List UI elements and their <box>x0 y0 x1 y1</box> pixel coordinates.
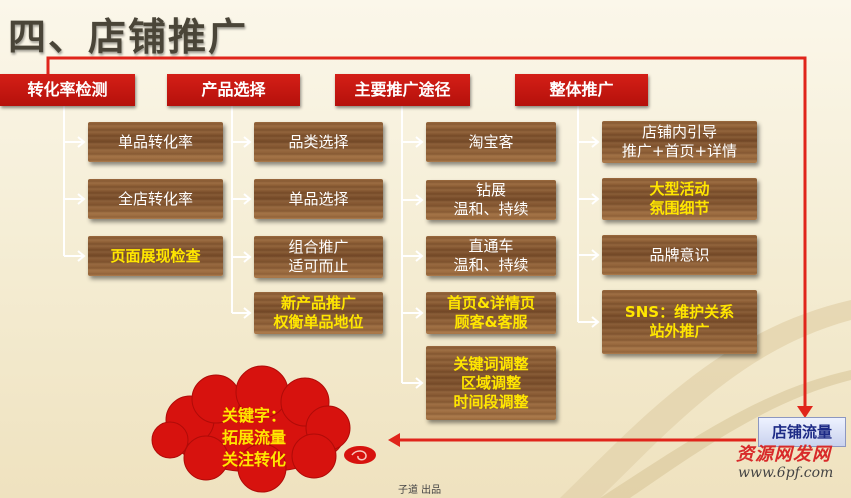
watermark-line2: www.6pf.com <box>738 465 834 481</box>
item-box: 店铺内引导推广+首页+详情 <box>602 121 757 163</box>
flow-arrow-left <box>388 433 400 447</box>
item-box: 关键词调整区域调整时间段调整 <box>426 346 556 420</box>
item-box: 品类选择 <box>254 122 383 162</box>
connector-arrow-head <box>243 307 252 319</box>
item-line: 单品选择 <box>288 189 349 208</box>
item-line: 新产品推广 <box>280 294 356 312</box>
item-box: 直通车温和、持续 <box>426 236 556 276</box>
item-line: 直通车 <box>468 237 514 255</box>
item-box: 单品转化率 <box>88 122 223 162</box>
watermark-line1: 资源网发网 <box>736 444 831 465</box>
item-line: SNS：维护关系 <box>624 303 735 321</box>
connector-arrow-head <box>77 193 86 205</box>
flow-arrow-down <box>797 406 813 418</box>
connector-arrow-head <box>415 136 424 148</box>
item-line: 首页&详情页 <box>446 294 536 312</box>
item-line: 站外推广 <box>649 322 710 340</box>
item-box: 品牌意识 <box>602 235 757 275</box>
cloud-line: 关键字： <box>222 406 287 425</box>
connector-arrow-head <box>591 316 600 328</box>
item-line: 温和、持续 <box>453 256 529 274</box>
cloud-tail-bubble <box>344 446 376 464</box>
main-flow-line <box>46 56 807 414</box>
background-swoosh-2 <box>600 370 851 498</box>
connector-arrow-head <box>591 249 600 261</box>
item-box: 单品选择 <box>254 179 383 219</box>
item-line: 钻展 <box>475 181 506 199</box>
connector-arrow-head <box>243 136 252 148</box>
item-box: 全店转化率 <box>88 179 223 219</box>
connector-arrow-head <box>243 193 252 205</box>
item-line: 淘宝客 <box>468 132 514 151</box>
item-line: 权衡单品地位 <box>273 313 364 331</box>
item-box: 大型活动氛围细节 <box>602 178 757 220</box>
item-line: 区域调整 <box>460 373 521 392</box>
item-box: 首页&详情页顾客&客服 <box>426 292 556 334</box>
column-header: 产品选择 <box>167 74 300 106</box>
connector-arrow-head <box>415 377 424 389</box>
item-line: 推广+首页+详情 <box>621 142 738 160</box>
item-line: 温和、持续 <box>453 200 529 218</box>
item-line: 品类选择 <box>288 132 349 151</box>
item-box: 页面展现检查 <box>88 236 223 276</box>
connector-arrow-head <box>415 194 424 206</box>
footer-credit: 子道 出品 <box>398 485 442 496</box>
column-header: 转化率检测 <box>0 74 135 106</box>
item-line: 组合推广 <box>288 238 349 256</box>
connector-arrow-head <box>77 136 86 148</box>
item-box: 组合推广适可而止 <box>254 236 383 278</box>
connector-arrow-head <box>591 193 600 205</box>
keyword-cloud <box>151 365 351 493</box>
column-header: 整体推广 <box>515 74 648 106</box>
cloud-text: 关键字： 拓展流量 关注转化 <box>222 405 286 471</box>
item-box: 钻展温和、持续 <box>426 180 556 220</box>
item-line: 关键词调整 <box>453 354 529 373</box>
connector-arrow-head <box>415 250 424 262</box>
item-line: 全店转化率 <box>117 189 193 208</box>
item-line: 顾客&客服 <box>454 313 528 331</box>
item-box: 新产品推广权衡单品地位 <box>254 292 383 334</box>
connector-arrow-head <box>591 136 600 148</box>
item-box: 淘宝客 <box>426 122 556 162</box>
item-line: 适可而止 <box>288 257 349 275</box>
item-line: 大型活动 <box>649 180 710 198</box>
cloud-tail-swirl <box>351 450 367 461</box>
item-line: 单品转化率 <box>117 132 193 151</box>
background-swoosh <box>560 300 851 498</box>
connector-arrow-head <box>243 251 252 263</box>
page-title: 四、店铺推广 <box>8 15 249 59</box>
item-line: 时间段调整 <box>453 392 529 411</box>
connector-arrow-head <box>77 250 86 262</box>
store-traffic-label: 店铺流量 <box>758 417 846 447</box>
item-line: 氛围细节 <box>649 199 710 217</box>
cloud-line: 关注转化 <box>222 450 287 469</box>
item-box: SNS：维护关系站外推广 <box>602 290 757 354</box>
cloud-line: 拓展流量 <box>222 428 287 447</box>
item-line: 品牌意识 <box>649 245 710 264</box>
connector-arrow-head <box>415 307 424 319</box>
item-line: 页面展现检查 <box>110 246 201 265</box>
item-line: 店铺内引导 <box>641 123 717 141</box>
column-header: 主要推广途径 <box>335 74 470 106</box>
